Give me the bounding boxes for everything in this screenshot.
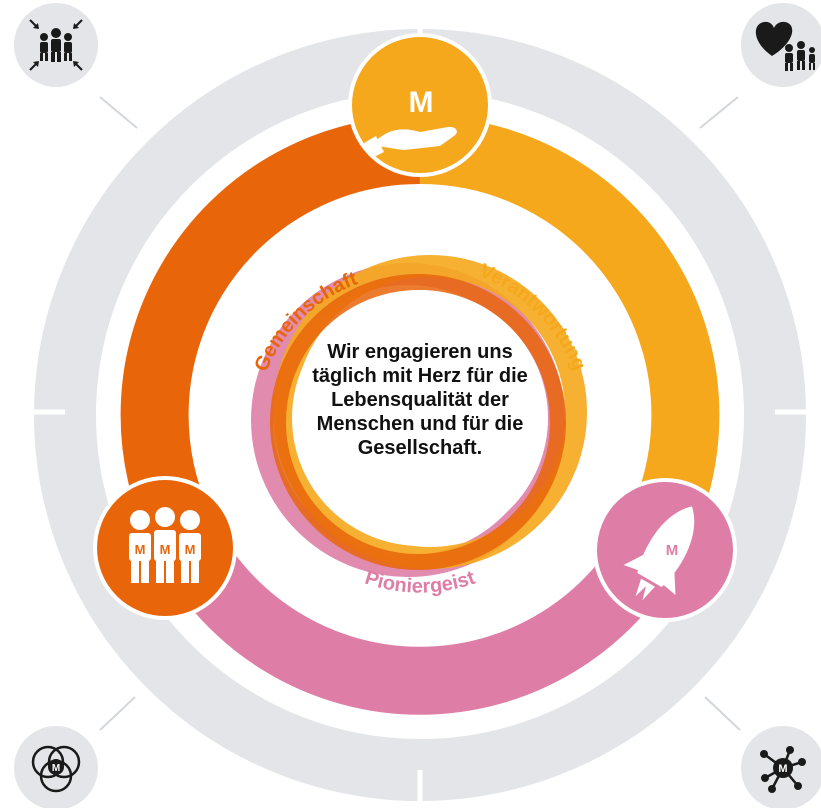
rocket-m-icon: M [593, 478, 737, 622]
badge-letter-person: M [185, 542, 196, 557]
group-inward-arrows-icon [14, 3, 98, 87]
mission-line: Lebensqualität der [331, 389, 509, 411]
connector-line [704, 696, 741, 731]
heart-people-icon [741, 3, 821, 87]
mission-line: Menschen und für die [316, 413, 524, 435]
badge-letter-network: M [778, 763, 787, 775]
people-m-icon: M M M [93, 476, 237, 620]
hand-m-icon: M [348, 33, 492, 177]
badge-letter-person: M [135, 542, 146, 557]
network-m-icon: M [741, 726, 821, 808]
ring-segment-orange [120, 115, 421, 553]
ring-segment-amber [419, 115, 720, 553]
inner-ring-orange [270, 274, 566, 570]
connector-line [99, 96, 138, 129]
ring-segment-pink [153, 520, 687, 715]
badge-letter-rocket: M [666, 542, 679, 559]
mission-line: täglich mit Herz für die [312, 365, 528, 387]
venn-m-icon: M [14, 726, 98, 808]
center-disc [292, 290, 548, 546]
badge-letter-person: M [160, 542, 171, 557]
badge-letter-venn: M [52, 763, 60, 774]
badge-letter-hand: M [409, 86, 434, 119]
mission-line: Gesellschaft. [357, 437, 483, 459]
mission-statement: Wir engagieren uns täglich mit Herz für … [270, 340, 570, 460]
connector-line [699, 96, 739, 129]
mission-line: Wir engagieren uns [327, 341, 513, 363]
connector-line [99, 696, 136, 731]
